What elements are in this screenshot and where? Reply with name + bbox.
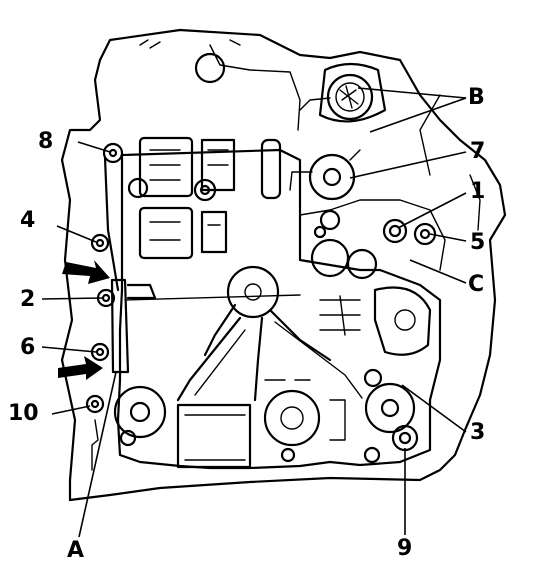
callout-1: 1 [470, 179, 485, 204]
upper-left-block [127, 136, 282, 260]
callout-4: 4 [20, 208, 35, 233]
upper-arrow-icon [62, 260, 110, 284]
leader-lines [41, 87, 467, 538]
black-arrows [58, 260, 110, 380]
callout-8: 8 [38, 129, 53, 154]
callout-2: 2 [20, 287, 35, 312]
callout-6: 6 [20, 335, 35, 360]
callout-9: 9 [397, 536, 412, 561]
callout-5: 5 [470, 230, 485, 255]
callout-3: 3 [470, 420, 485, 445]
lower-components [113, 368, 419, 469]
callout-a: A [67, 538, 84, 563]
callout-b: B [468, 85, 485, 110]
callout-7: 7 [470, 139, 485, 164]
callout-10: 10 [8, 401, 39, 426]
solenoid-b [318, 62, 387, 123]
callout-c: C [468, 272, 484, 297]
housing-outline [60, 28, 507, 502]
right-bosses [310, 218, 437, 356]
center-solenoid [176, 265, 363, 402]
lower-arrow-icon [58, 356, 103, 380]
callout-labels: 8 B 7 1 4 5 C 2 6 3 10 9 A [8, 85, 485, 563]
